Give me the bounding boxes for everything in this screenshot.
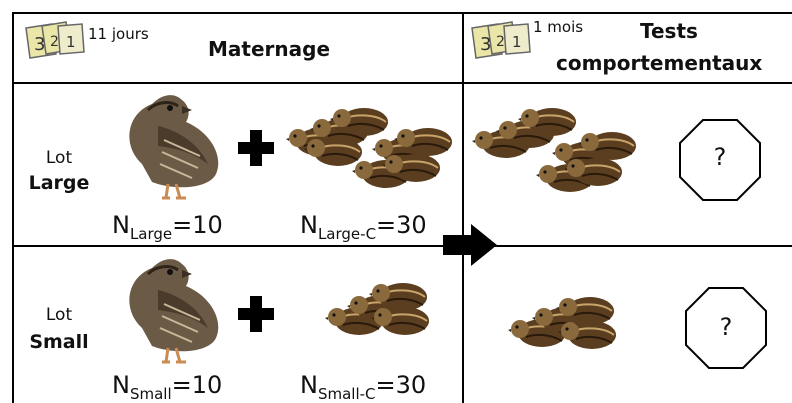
test-question-mark: ?: [713, 143, 727, 171]
top-border: [12, 12, 792, 14]
maternage-title: Maternage: [208, 37, 331, 61]
calendar-icon: [24, 20, 86, 60]
chick-count-label: NLarge-C=30: [300, 213, 427, 242]
chick-group-icon: [472, 107, 637, 193]
tests-title-line1: Tests: [640, 19, 698, 43]
chick-count-label: NSmall-C=30: [300, 373, 426, 402]
count-value: =30: [376, 211, 427, 239]
count-value: =30: [375, 371, 427, 399]
right-arrow-icon: [443, 224, 497, 266]
plus-icon: [238, 296, 274, 332]
tests-title-line2: comportementaux: [556, 51, 763, 75]
tests-duration: 1 mois: [533, 18, 584, 36]
adult-quail-icon: [112, 86, 232, 201]
count-subscript: Large-C: [317, 225, 377, 243]
adult-count-label: NLarge=10: [112, 213, 223, 242]
count-subscript: Small-C: [317, 385, 376, 403]
count-prefix: N: [300, 371, 318, 399]
octagon-icon: [685, 287, 767, 369]
chick-group-icon: [325, 282, 430, 336]
calendar-icon: [470, 20, 532, 60]
left-border: [12, 12, 14, 403]
test-question-mark: ?: [719, 313, 733, 341]
adult-count-label: NSmall=10: [112, 373, 222, 402]
count-subscript: Small: [129, 385, 172, 403]
maternage-duration: 11 jours: [88, 25, 149, 43]
chick-group-icon: [508, 296, 617, 350]
lot-label: Lot: [45, 148, 73, 168]
header-divider: [12, 82, 792, 84]
lot-label: Lot: [45, 305, 73, 325]
chick-group-icon: [286, 107, 453, 189]
row-divider: [12, 245, 792, 247]
octagon-icon: [679, 119, 761, 201]
count-subscript: Large: [129, 225, 173, 243]
count-value: =10: [171, 371, 223, 399]
plus-icon: [238, 130, 274, 166]
lot-name: Small: [29, 331, 89, 353]
count-prefix: N: [112, 371, 130, 399]
adult-quail-icon: [112, 250, 232, 365]
lot-name: Large: [28, 172, 90, 194]
count-value: =10: [172, 211, 223, 239]
count-prefix: N: [300, 211, 318, 239]
column-divider: [462, 12, 464, 403]
count-prefix: N: [112, 211, 130, 239]
